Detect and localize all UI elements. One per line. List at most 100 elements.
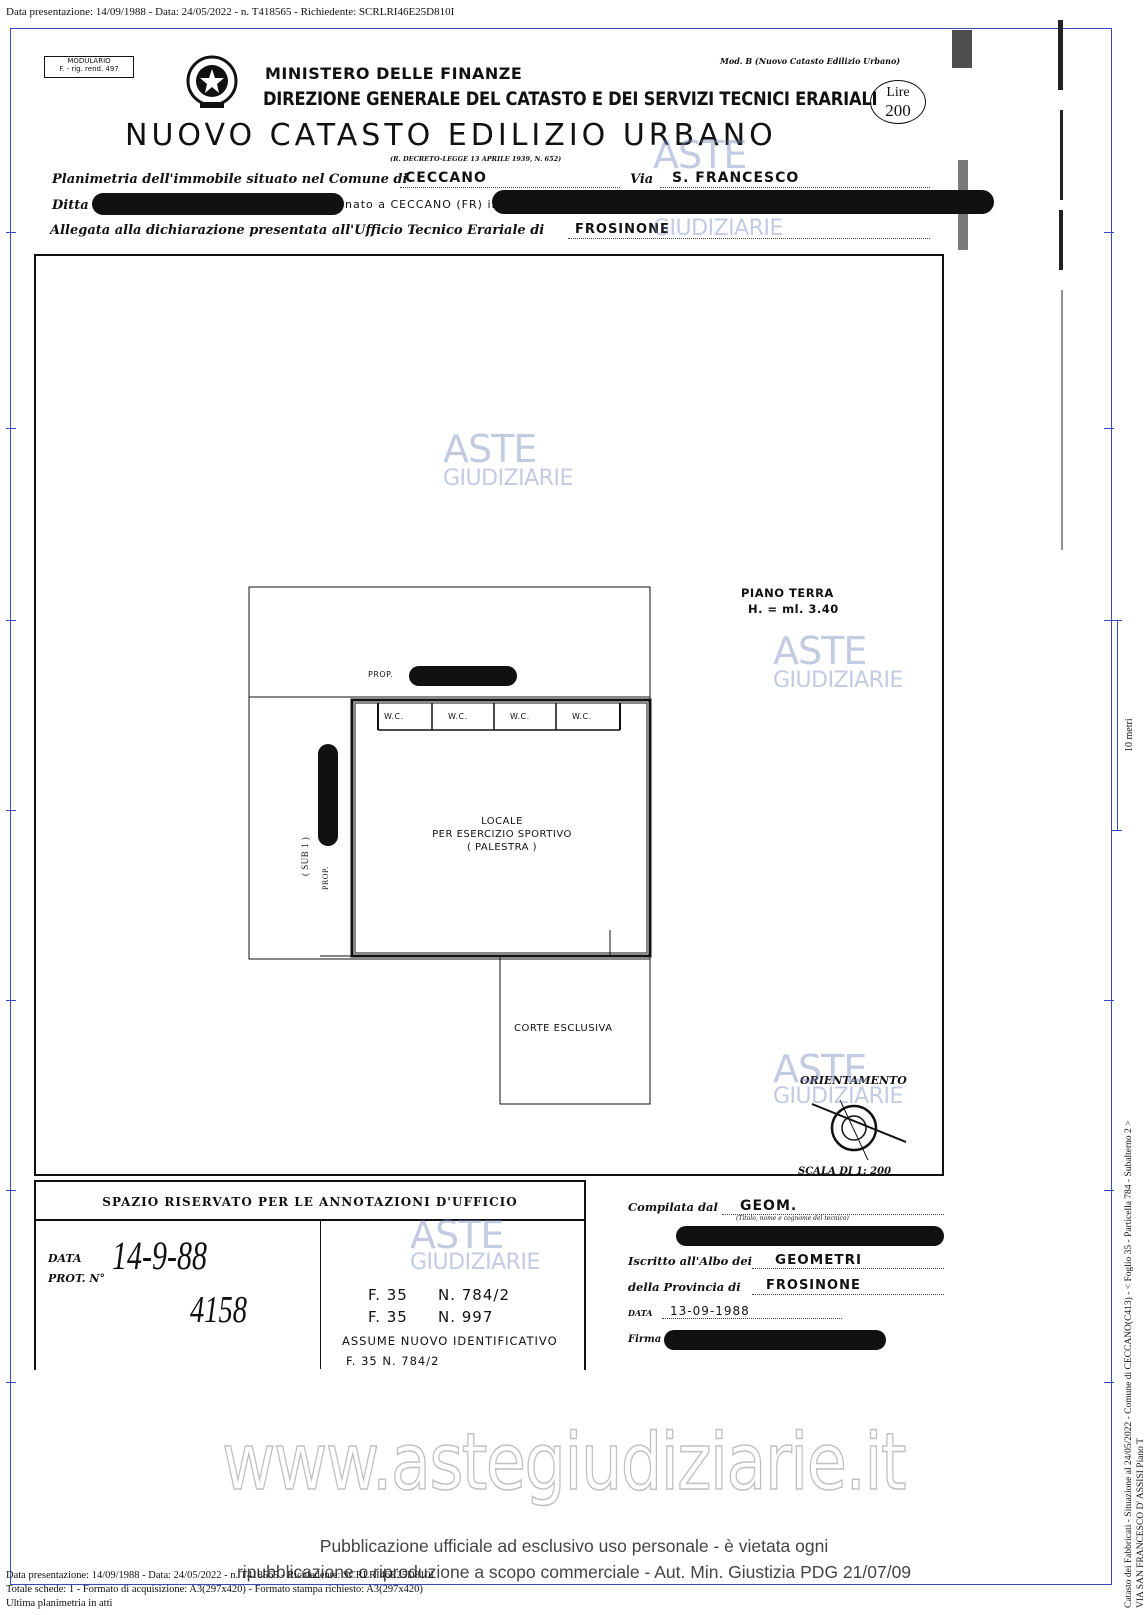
watermark-aste: ASTE bbox=[410, 1213, 504, 1257]
annotations-title: SPAZIO RISERVATO PER LE ANNOTAZIONI D'UF… bbox=[102, 1195, 518, 1209]
field-line bbox=[660, 187, 930, 188]
scale-bar bbox=[1117, 620, 1118, 830]
redaction-bar bbox=[409, 666, 517, 686]
watermark-aste: ASTE bbox=[443, 427, 537, 471]
field-line bbox=[662, 1318, 842, 1319]
firma-label: Firma bbox=[628, 1334, 662, 1345]
wc-label: W.C. bbox=[510, 712, 530, 721]
assume-note: ASSUME NUOVO IDENTIFICATIVO bbox=[342, 1334, 558, 1348]
compilata-value: GEOM. bbox=[740, 1198, 798, 1214]
ministero-title: MINISTERO DELLE FINANZE bbox=[265, 64, 523, 83]
disclaimer-line: Pubblicazione ufficiale ad esclusivo uso… bbox=[319, 1536, 829, 1556]
lire-label: Lire bbox=[886, 85, 910, 100]
scale-bar-cap bbox=[1112, 620, 1122, 621]
via-value: S. FRANCESCO bbox=[672, 170, 800, 186]
scan-noise bbox=[1059, 210, 1063, 270]
redaction-bar bbox=[664, 1330, 886, 1350]
frame-tick bbox=[6, 620, 16, 621]
watermark-site: www.astegiudiziarie.it bbox=[221, 1417, 907, 1509]
foglio-value: F. 35 bbox=[368, 1308, 408, 1326]
scale-bar-cap bbox=[1112, 830, 1122, 831]
scan-noise bbox=[1058, 20, 1063, 90]
watermark-aste: ASTE bbox=[773, 1047, 867, 1091]
modulario-line: MODULARIO bbox=[67, 57, 111, 65]
frame-tick bbox=[6, 810, 16, 811]
footer-meta: Data presentazione: 14/09/1988 - Data: 2… bbox=[6, 1570, 434, 1581]
wc-label: W.C. bbox=[572, 712, 592, 721]
frame-tick bbox=[6, 232, 16, 233]
altezza-label: H. = ml. 3.40 bbox=[748, 602, 839, 616]
palestra-label: ( PALESTRA ) bbox=[466, 842, 538, 853]
frame-tick bbox=[1104, 620, 1114, 621]
provincia-value: FROSINONE bbox=[766, 1278, 861, 1293]
compilata-label: Compilata dal bbox=[628, 1200, 718, 1214]
prop-top-label: PROP. bbox=[368, 670, 394, 679]
ditta-fragment: nato a CECCANO (FR) il bbox=[345, 198, 496, 211]
titolo-note: (Titolo, nome e cognome del tecnico) bbox=[736, 1215, 849, 1222]
mod-b-label: Mod. B (Nuovo Catasto Edilizio Urbano) bbox=[720, 56, 901, 66]
catasto-side-text: Catasto dei Fabbricati - Situazione al 2… bbox=[1124, 1120, 1134, 1609]
frame-tick bbox=[6, 1382, 16, 1383]
decreto-line: (R. DECRETO-LEGGE 13 APRILE 1939, N. 652… bbox=[390, 155, 562, 163]
field-line bbox=[400, 187, 620, 188]
comp-data-value: 13-09-1988 bbox=[670, 1304, 750, 1318]
comune-value: CECCANO bbox=[405, 170, 487, 186]
numero-value: N. 997 bbox=[438, 1308, 494, 1326]
frame-tick bbox=[6, 1000, 16, 1001]
catasto-side-text: VIA SAN FRANCESCO D' ASSISI Piano T bbox=[1136, 1438, 1146, 1608]
lire-value: 200 bbox=[885, 101, 911, 120]
lot-outline bbox=[248, 586, 651, 960]
new-id-note: F. 35 N. 784/2 bbox=[346, 1354, 440, 1368]
scale-text: 10 metri bbox=[1124, 718, 1135, 752]
handwritten-prot: 4158 bbox=[190, 1289, 247, 1331]
watermark-aste: ASTE bbox=[653, 133, 747, 177]
frame-tick bbox=[1104, 1190, 1114, 1191]
redaction-bar bbox=[676, 1226, 944, 1246]
annotations-box bbox=[34, 1180, 586, 1370]
watermark-aste: ASTE bbox=[773, 629, 867, 673]
divider bbox=[320, 1219, 321, 1369]
field-line bbox=[752, 1268, 944, 1269]
watermark-giudiziarie: GIUDIZIARIE bbox=[653, 216, 783, 241]
frame-tick bbox=[6, 1190, 16, 1191]
ditta-label: Ditta bbox=[52, 198, 89, 213]
frame-tick bbox=[1104, 428, 1114, 429]
locale-label: LOCALE bbox=[481, 816, 523, 827]
building-walls bbox=[350, 698, 652, 958]
redaction-bar bbox=[318, 744, 338, 846]
footer-meta: Totale schede: 1 - Formato di acquisizio… bbox=[6, 1584, 423, 1595]
scala-label: SCALA DI 1: 200 bbox=[798, 1166, 892, 1177]
corte-outline bbox=[499, 955, 651, 1105]
scan-noise bbox=[952, 30, 972, 68]
scan-noise bbox=[1061, 290, 1063, 550]
wc-label: W.C. bbox=[384, 712, 404, 721]
via-label: Via bbox=[630, 172, 654, 187]
watermark-giudiziarie: GIUDIZIARIE bbox=[773, 668, 903, 693]
ufficio-value: FROSINONE bbox=[575, 222, 670, 237]
watermark-giudiziarie: GIUDIZIARIE bbox=[773, 1084, 903, 1109]
allegata-label: Allegata alla dichiarazione presentata a… bbox=[50, 223, 545, 238]
divider bbox=[34, 1219, 586, 1221]
watermark-giudiziarie: GIUDIZIARIE bbox=[443, 466, 573, 491]
watermark-giudiziarie: GIUDIZIARIE bbox=[410, 1250, 540, 1275]
compass-icon bbox=[830, 1104, 878, 1152]
frame-tick bbox=[6, 428, 16, 429]
provincia-label: della Provincia di bbox=[628, 1280, 741, 1294]
state-emblem-icon bbox=[186, 55, 238, 108]
catasto-title: NUOVO CATASTO EDILIZIO URBANO bbox=[125, 118, 777, 153]
wc-label: W.C. bbox=[448, 712, 468, 721]
prop-side-label: PROP. bbox=[321, 866, 330, 890]
sheet-frame bbox=[10, 28, 1112, 1585]
direzione-title: DIREZIONE GENERALE DEL CATASTO E DEI SER… bbox=[263, 88, 878, 110]
redaction-bar bbox=[92, 193, 344, 215]
field-line bbox=[722, 1214, 944, 1215]
handwritten-date: 14-9-88 bbox=[112, 1233, 207, 1278]
scan-noise bbox=[1060, 110, 1063, 200]
field-line bbox=[752, 1294, 944, 1295]
orientamento-label: ORIENTAMENTO bbox=[800, 1074, 907, 1087]
piano-label: PIANO TERRA bbox=[741, 586, 834, 600]
iscritto-value: GEOMETRI bbox=[775, 1252, 863, 1268]
redaction-bar bbox=[492, 190, 994, 214]
sub-side-label: ( SUB 1 ) bbox=[300, 836, 310, 876]
